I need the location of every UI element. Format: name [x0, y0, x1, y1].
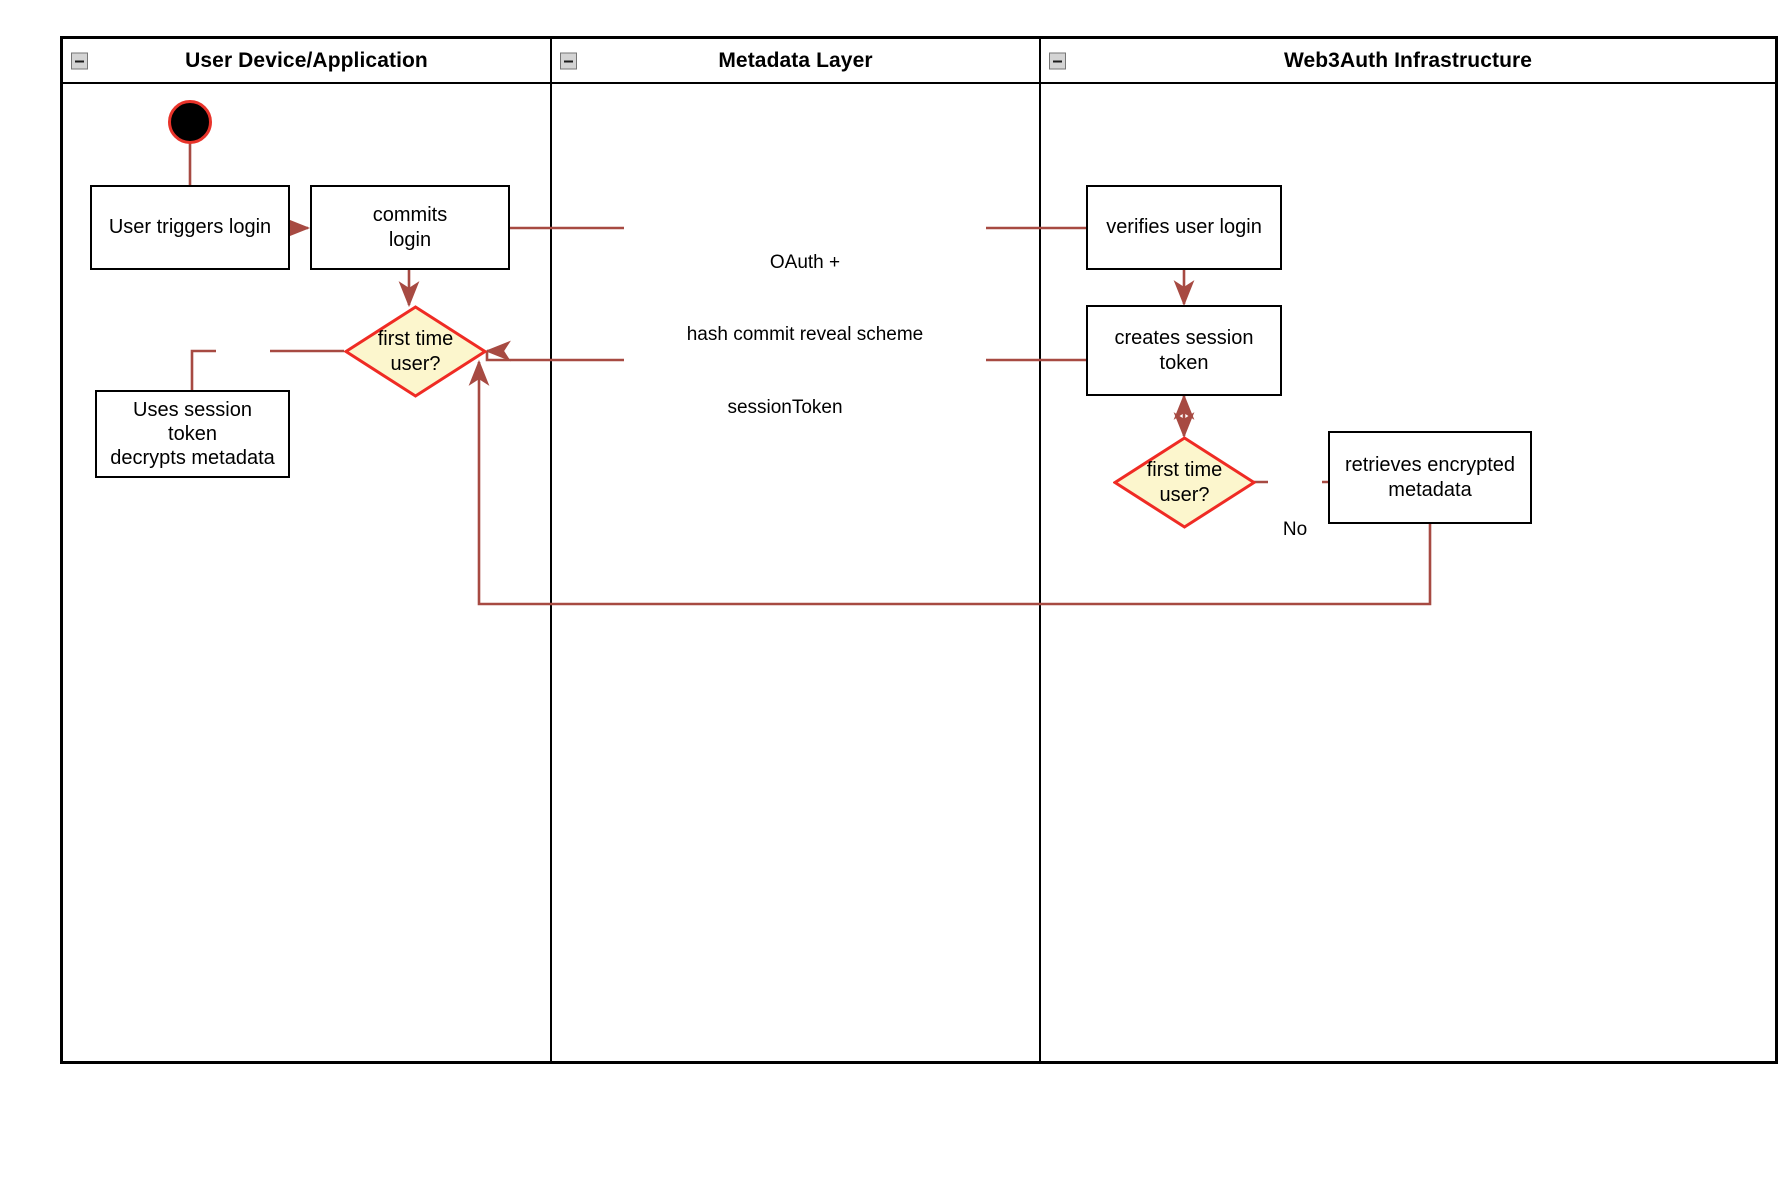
- activity-uses-session-token[interactable]: Uses session token decrypts metadata: [95, 390, 290, 478]
- decision-label-line2: user?: [390, 352, 441, 375]
- lane-header-user-device: User Device/Application: [63, 39, 550, 84]
- activity-verifies-user-login[interactable]: verifies user login: [1086, 185, 1282, 270]
- collapse-minus-icon[interactable]: [71, 52, 88, 69]
- activity-creates-session-token[interactable]: creates session token: [1086, 305, 1282, 396]
- edge-label-oauth-line1: OAuth +: [769, 252, 841, 273]
- activity-label-line2: login: [388, 228, 432, 251]
- activity-label-line2: metadata: [1388, 478, 1472, 501]
- collapse-minus-icon[interactable]: [1049, 52, 1066, 69]
- edge-label-session-token-line1: sessionToken: [727, 397, 843, 418]
- decision-diamond-shape: [344, 305, 487, 398]
- activity-label-line1: creates session: [1114, 326, 1254, 349]
- edge-label-oauth-line2: hash commit reveal scheme: [686, 324, 924, 345]
- edge-label-no-server: No: [1268, 470, 1322, 590]
- activity-label: Uses session token decrypts metadata: [110, 398, 275, 470]
- activity-label: User triggers login: [108, 216, 272, 238]
- edge-label-session-token: sessionToken: [700, 348, 870, 468]
- lane-header-web3auth: Web3Auth Infrastructure: [1041, 39, 1775, 84]
- decision-label-line1: first time: [1146, 458, 1223, 481]
- lane-title-metadata-layer: Metadata Layer: [718, 48, 873, 72]
- activity-label: commits login: [373, 203, 447, 253]
- initial-node[interactable]: [168, 100, 212, 144]
- activity-label-line1: Uses session: [133, 399, 252, 421]
- decision-label-line1: first time: [377, 327, 454, 350]
- decision-first-time-user-client[interactable]: first time user?: [344, 305, 487, 398]
- edge-label-no-server-line1: No: [1282, 519, 1308, 540]
- activity-label: retrieves encrypted metadata: [1345, 453, 1515, 503]
- activity-label: creates session token: [1115, 326, 1254, 376]
- activity-label-line2: token: [1159, 351, 1209, 374]
- lane-title-web3auth: Web3Auth Infrastructure: [1283, 48, 1533, 72]
- activity-commits-login[interactable]: commits login: [310, 185, 510, 270]
- decision-first-time-user-server[interactable]: first time user?: [1113, 436, 1256, 529]
- activity-retrieves-encrypted-metadata[interactable]: retrieves encrypted metadata: [1328, 431, 1532, 524]
- activity-label-line1: retrieves encrypted: [1344, 453, 1516, 476]
- decision-label: first time user?: [1147, 458, 1223, 508]
- activity-label: verifies user login: [1106, 216, 1262, 238]
- activity-label-line3: decrypts metadata: [110, 447, 275, 469]
- decision-label-line2: user?: [1159, 483, 1210, 506]
- lane-header-metadata-layer: Metadata Layer: [552, 39, 1039, 84]
- lane-title-user-device: User Device/Application: [185, 48, 428, 72]
- activity-label-line1: commits: [372, 203, 448, 226]
- collapse-minus-icon[interactable]: [560, 52, 577, 69]
- activity-label-line2: token: [168, 423, 217, 445]
- decision-label: first time user?: [378, 327, 454, 377]
- lane-web3auth[interactable]: Web3Auth Infrastructure: [1041, 39, 1775, 1061]
- activity-user-triggers-login[interactable]: User triggers login: [90, 185, 290, 270]
- lane-metadata-layer[interactable]: Metadata Layer: [552, 39, 1041, 1061]
